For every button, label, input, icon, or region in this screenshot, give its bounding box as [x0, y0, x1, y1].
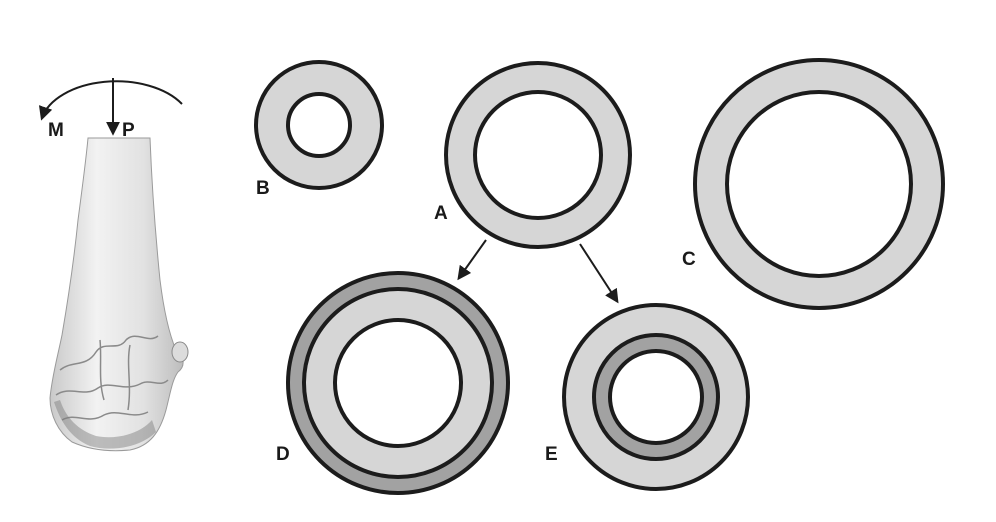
- cross-section-c-label: C: [682, 249, 696, 270]
- cross-section-e: [562, 303, 750, 491]
- cross-section-e-label: E: [545, 444, 558, 465]
- cross-section-a-label: A: [434, 203, 448, 224]
- cross-section-a: [444, 61, 632, 249]
- cross-section-b: [254, 60, 384, 190]
- cross-section-d-label: D: [276, 444, 290, 465]
- cross-section-c: [693, 58, 945, 310]
- cross-section-d: [286, 271, 510, 495]
- bone-epiphysis-texture: [55, 335, 169, 421]
- moment-label: M: [48, 120, 64, 141]
- arrow-a-to-d: [457, 239, 487, 281]
- bone-shaft: [49, 137, 184, 452]
- bone-tubercle: [171, 341, 189, 363]
- load-label: P: [122, 120, 135, 141]
- cross-section-b-label: B: [256, 178, 270, 199]
- bone-illustration: [49, 137, 189, 452]
- bone-lower-shading: [54, 400, 156, 449]
- bending-moment-arrow: [39, 80, 183, 121]
- arrow-a-to-e: [579, 243, 619, 304]
